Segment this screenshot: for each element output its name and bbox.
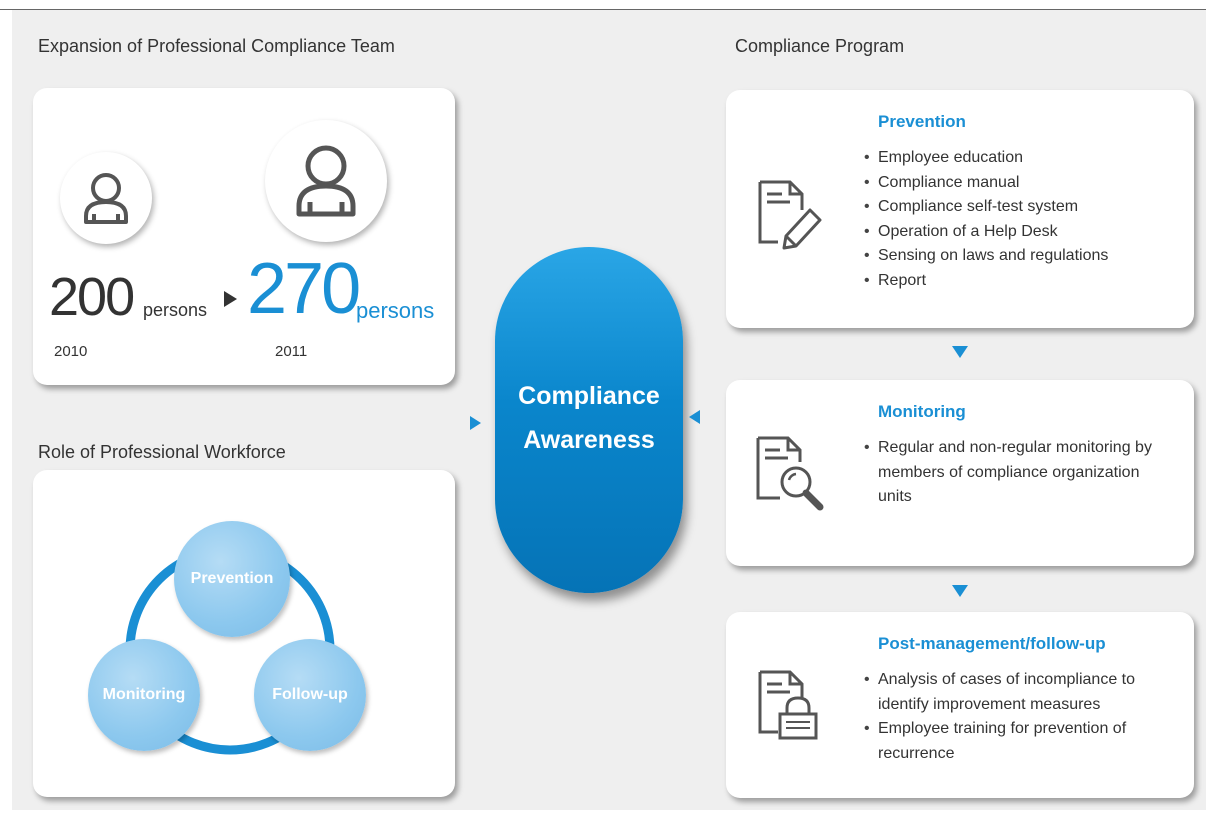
monitoring-list: Regular and non-regular monitoring by me…: [864, 436, 1174, 510]
follow-up-list: Analysis of cases of incompliance to ide…: [864, 668, 1174, 766]
list-item: Sensing on laws and regulations: [864, 244, 1184, 269]
program-title: Compliance Program: [735, 36, 905, 56]
year-2011: 2011: [275, 343, 308, 360]
top-divider: [0, 9, 1206, 10]
list-item: Operation of a Help Desk: [864, 220, 1184, 245]
arrow-right-to-center: [689, 410, 700, 424]
program-card-monitoring: Monitoring Regular and non-regular monit…: [726, 380, 1194, 566]
growth-arrow: [224, 291, 237, 307]
cycle-node-follow-up: Follow-up: [254, 639, 366, 751]
avatar-2011: [265, 120, 387, 242]
avatar-2010: [60, 152, 152, 244]
arrow-left-to-center: [470, 416, 481, 430]
cycle-node-monitoring: Monitoring: [88, 639, 200, 751]
prevention-list: Employee education Compliance manual Com…: [864, 146, 1184, 293]
document-lock-icon: [758, 670, 818, 740]
list-item: Employee education: [864, 146, 1184, 171]
count-2010: 200: [49, 267, 135, 327]
list-item: Compliance manual: [864, 171, 1184, 196]
cycle-node-prevention: Prevention: [174, 521, 290, 637]
document-search-icon: [756, 436, 824, 511]
flow-arrow-1: [952, 346, 968, 358]
list-item: Compliance self-test system: [864, 195, 1184, 220]
prevention-title: Prevention: [878, 112, 966, 131]
person-icon: [296, 145, 356, 217]
center-line2: Awareness: [523, 426, 655, 454]
role-card: Prevention Monitoring Follow-up: [33, 470, 455, 797]
year-2010: 2010: [54, 343, 88, 360]
center-line1: Compliance: [518, 382, 660, 410]
list-item: Report: [864, 269, 1184, 294]
follow-up-title: Post-management/follow-up: [878, 634, 1106, 653]
flow-arrow-2: [952, 585, 968, 597]
unit-2010: persons: [143, 300, 208, 320]
compliance-awareness-pill: [495, 247, 683, 593]
count-2011: 270: [247, 249, 361, 329]
program-card-follow-up: Post-management/follow-up Analysis of ca…: [726, 612, 1194, 798]
team-expansion-card: 200 persons 270 persons 2010 2011: [33, 88, 455, 385]
monitoring-title: Monitoring: [878, 402, 966, 421]
team-expansion-title: Expansion of Professional Compliance Tea…: [38, 36, 395, 56]
person-icon: [84, 173, 128, 224]
role-title: Role of Professional Workforce: [38, 442, 286, 462]
list-item: Regular and non-regular monitoring by me…: [864, 436, 1174, 510]
document-edit-icon: [758, 180, 822, 250]
list-item: Analysis of cases of incompliance to ide…: [864, 668, 1174, 717]
program-card-prevention: Prevention Employee education Compliance…: [726, 90, 1194, 328]
list-item: Employee training for prevention of recu…: [864, 717, 1174, 766]
unit-2011: persons: [356, 298, 435, 323]
